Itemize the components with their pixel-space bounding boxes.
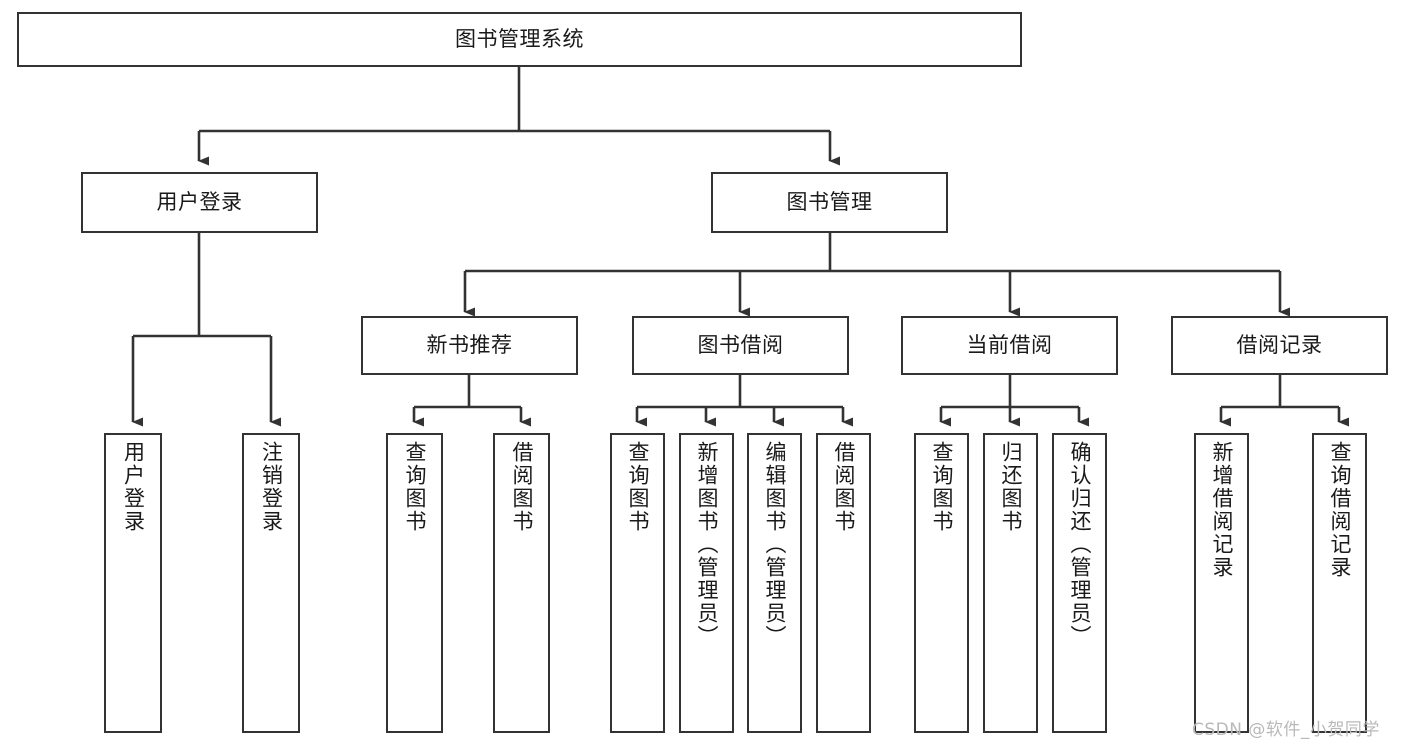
node-new-book-recommend[interactable]: 新书推荐 (361, 316, 578, 375)
node-label: 借阅记录 (1236, 333, 1323, 358)
node-label: 图书管理 (786, 190, 873, 215)
node-label: 用户登录 (121, 441, 146, 533)
node-label: 图书借阅 (697, 333, 784, 358)
leaf-user-login-1[interactable]: 用户登录 (104, 433, 162, 733)
node-label: 新书推荐 (426, 333, 513, 358)
node-label: 注销登录 (259, 441, 284, 533)
node-label: 新增借阅记录 (1210, 441, 1235, 579)
node-root-book-management-system[interactable]: 图书管理系统 (17, 12, 1022, 67)
node-label: 借阅图书 (510, 441, 535, 533)
node-label: 借阅图书 (832, 441, 857, 533)
node-label: 编辑图书（管理员） (763, 441, 788, 648)
node-label: 当前借阅 (966, 333, 1053, 358)
leaf-borrow-record-1[interactable]: 新增借阅记录 (1194, 433, 1249, 733)
node-label: 查询图书 (403, 441, 428, 533)
node-label: 新增图书（管理员） (695, 441, 720, 648)
node-borrow-record[interactable]: 借阅记录 (1171, 316, 1388, 375)
node-current-borrow[interactable]: 当前借阅 (901, 316, 1118, 375)
leaf-book-borrow-1[interactable]: 查询图书 (610, 433, 665, 733)
leaf-new-book-1[interactable]: 查询图书 (386, 433, 443, 733)
node-book-management[interactable]: 图书管理 (711, 172, 948, 233)
leaf-book-borrow-4[interactable]: 借阅图书 (816, 433, 871, 733)
node-label: 查询借阅记录 (1328, 441, 1353, 579)
leaf-book-borrow-2[interactable]: 新增图书（管理员） (679, 433, 734, 733)
node-label: 用户登录 (156, 190, 243, 215)
leaf-borrow-record-2[interactable]: 查询借阅记录 (1312, 433, 1367, 733)
node-book-borrow[interactable]: 图书借阅 (632, 316, 849, 375)
leaf-current-borrow-3[interactable]: 确认归还（管理员） (1052, 433, 1107, 733)
leaf-current-borrow-1[interactable]: 查询图书 (914, 433, 969, 733)
leaf-new-book-2[interactable]: 借阅图书 (493, 433, 550, 733)
node-user-login[interactable]: 用户登录 (81, 172, 318, 233)
node-label: 查询图书 (626, 441, 651, 533)
leaf-current-borrow-2[interactable]: 归还图书 (983, 433, 1038, 733)
leaf-user-login-2[interactable]: 注销登录 (242, 433, 300, 733)
leaf-book-borrow-3[interactable]: 编辑图书（管理员） (747, 433, 802, 733)
node-label: 确认归还（管理员） (1068, 441, 1093, 648)
node-label: 图书管理系统 (455, 27, 584, 52)
node-label: 查询图书 (930, 441, 955, 533)
node-label: 归还图书 (999, 441, 1024, 533)
